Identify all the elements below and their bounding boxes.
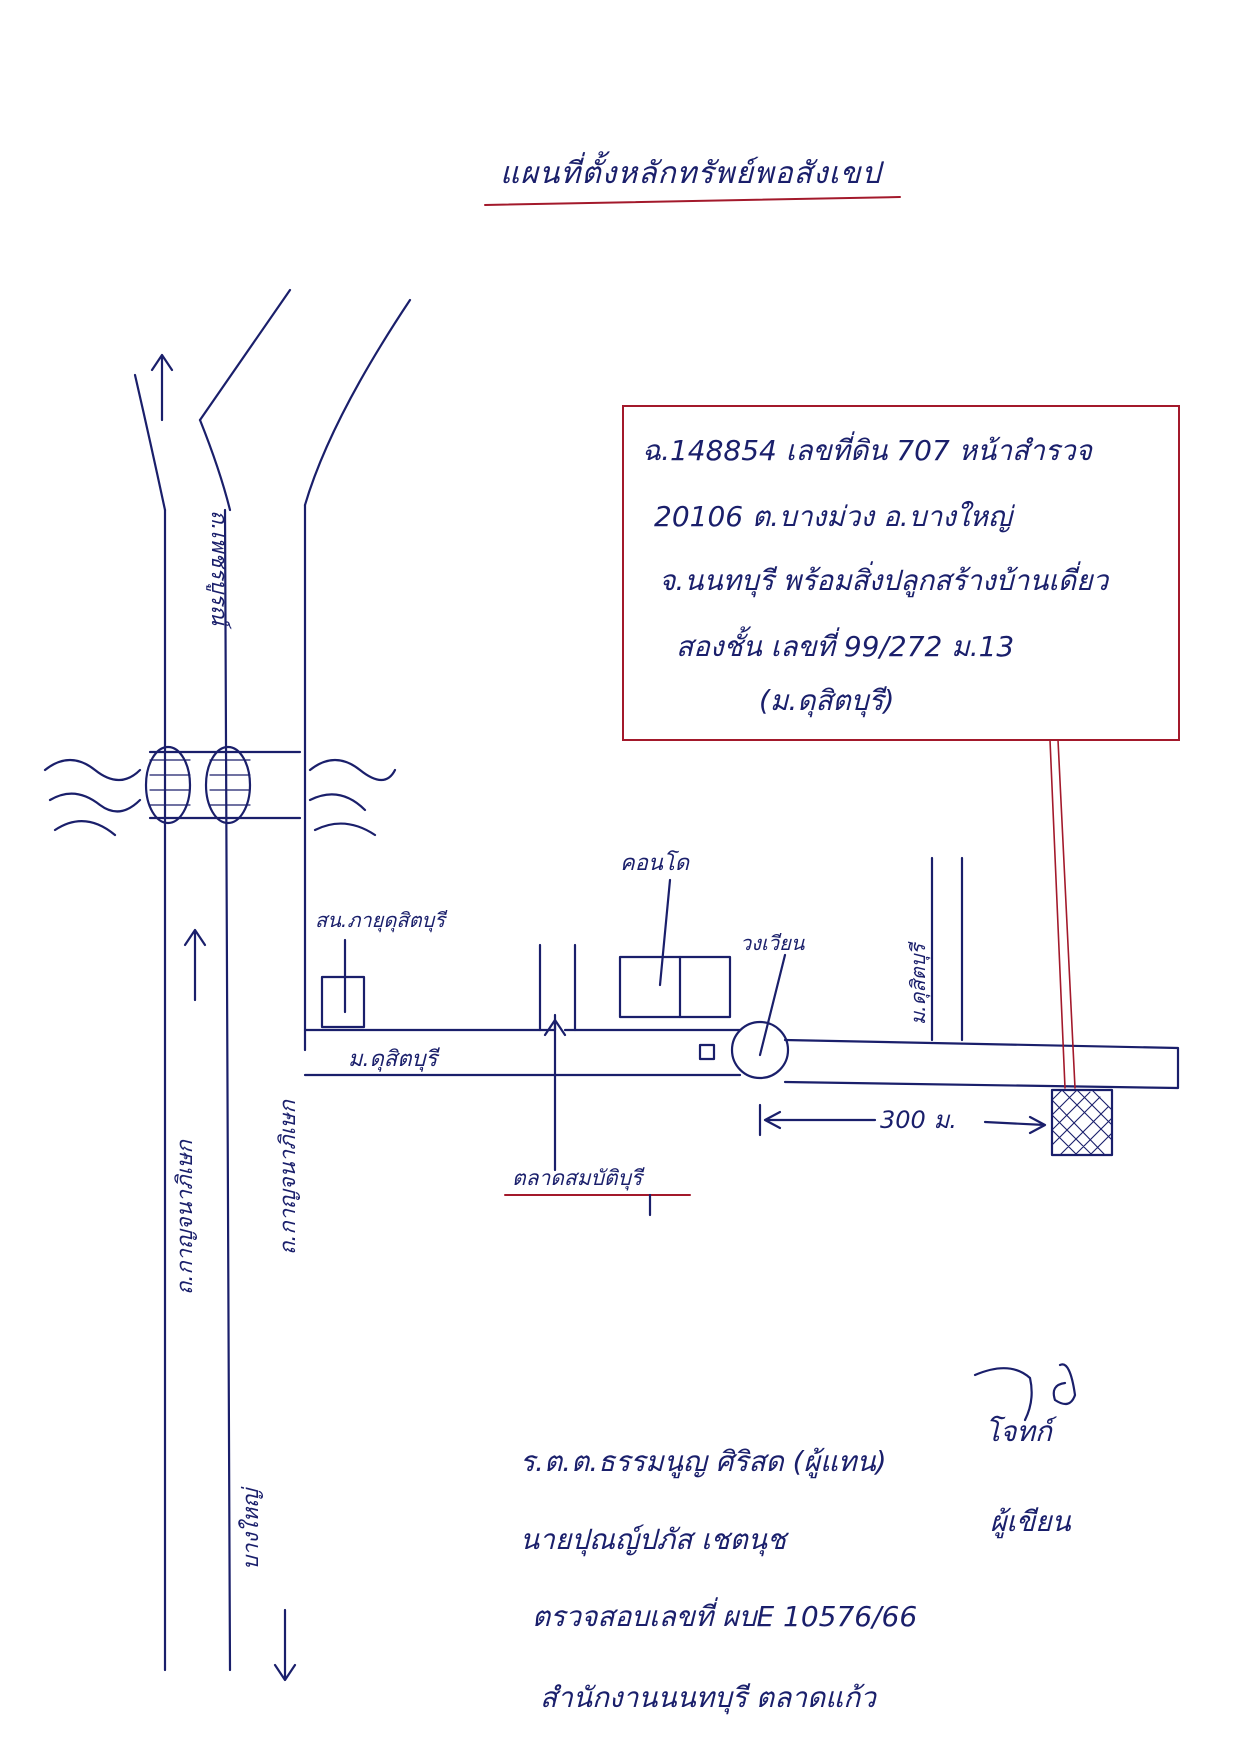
bridge-hatch (149, 759, 251, 806)
property-info-box: ฉ.148854 เลขที่ดิน 707 หน้าสำรวจ 20106 ต… (622, 405, 1180, 741)
condo-box (618, 955, 732, 1019)
info-line-3: จ.นนทบุรี พร้อมสิ่งปลูกสร้างบ้านเดี่ยว (659, 564, 1109, 597)
canal-waves-right (308, 758, 397, 837)
small-square (698, 1043, 716, 1061)
north-arrow (150, 353, 174, 422)
school-label: สน.ภายุดุสิตบุรี (315, 908, 448, 933)
info-line-2: 20106 ต.บางม่วง อ.บางใหญ่ (654, 500, 1012, 533)
distance-label: 300 ม. (880, 1106, 957, 1134)
signature-role-1: โจทก์ (985, 1415, 1052, 1448)
condo-label: คอนโด (620, 850, 691, 876)
roundabout-label: วงเวียน (740, 931, 806, 955)
footer-line-3: ตรวจสอบเลขที่ ผบE 10576/66 (532, 1600, 918, 1633)
footer-line-1: ร.ต.ต.ธรรมนูญ ศิริสด (ผู้แทน) (520, 1445, 887, 1478)
footer-line-4: สำนักงานนนทบุรี ตลาดแก้ว (540, 1681, 876, 1714)
market-road (538, 943, 577, 1032)
road-fork-a (198, 288, 292, 422)
signature-role-2: ผู้เขียน (990, 1505, 1071, 1538)
signature-mark (973, 1363, 1077, 1422)
leader-line (1049, 739, 1076, 1089)
east-road-top-c (783, 1038, 1180, 1090)
market-label: ตลาดสมบัติบุรี (512, 1166, 645, 1191)
road-fork-c (303, 298, 412, 507)
road-upper-left-edge (133, 373, 167, 512)
map-title: แผนที่ตั้งหลักทรัพย์พอสังเขป (500, 156, 882, 191)
distance-line-right (983, 1115, 1047, 1135)
info-line-5: (ม.ดุสิตบุรี) (759, 684, 895, 717)
up-arrow-left (183, 928, 207, 1002)
property-lot (1050, 1088, 1114, 1157)
to-bangyai-label: บางใหญ่ (238, 1486, 264, 1570)
road-fork-b (198, 418, 232, 512)
school-box (320, 975, 366, 1029)
condo-arrow (658, 878, 672, 987)
south-arrow (273, 1608, 297, 1682)
road-west-label-2: ถ.กาญจนาภิเษก (276, 1098, 301, 1255)
bridge-mid (204, 745, 252, 825)
distance-line-left (763, 1110, 877, 1130)
road-west-label: ถ.กาญจนาภิเษก (173, 1138, 198, 1295)
road-right-edge (223, 508, 232, 1672)
info-line-1: ฉ.148854 เลขที่ดิน 707 หน้าสำรวจ (642, 434, 1092, 467)
bridge-left (144, 745, 192, 825)
property-hatch (1051, 1089, 1113, 1156)
road-upper-label: ถ.เพชรบูรณ์ (206, 510, 232, 630)
title-underline (484, 196, 901, 206)
info-line-4: สองชั้น เลขที่ 99/272 ม.13 (676, 630, 1015, 663)
village-road-label: ม.ดุสิตบุรี (348, 1047, 440, 1072)
footer-line-2: นายปุณญ์ปภัส เชตนุช (520, 1523, 786, 1556)
canal-waves-left (43, 758, 142, 837)
roundabout-arrow (758, 953, 787, 1057)
market-arrow (543, 1018, 567, 1172)
side-road-label: ม.ดุสิตบุรี (906, 941, 931, 1025)
roundabout (730, 1020, 790, 1080)
